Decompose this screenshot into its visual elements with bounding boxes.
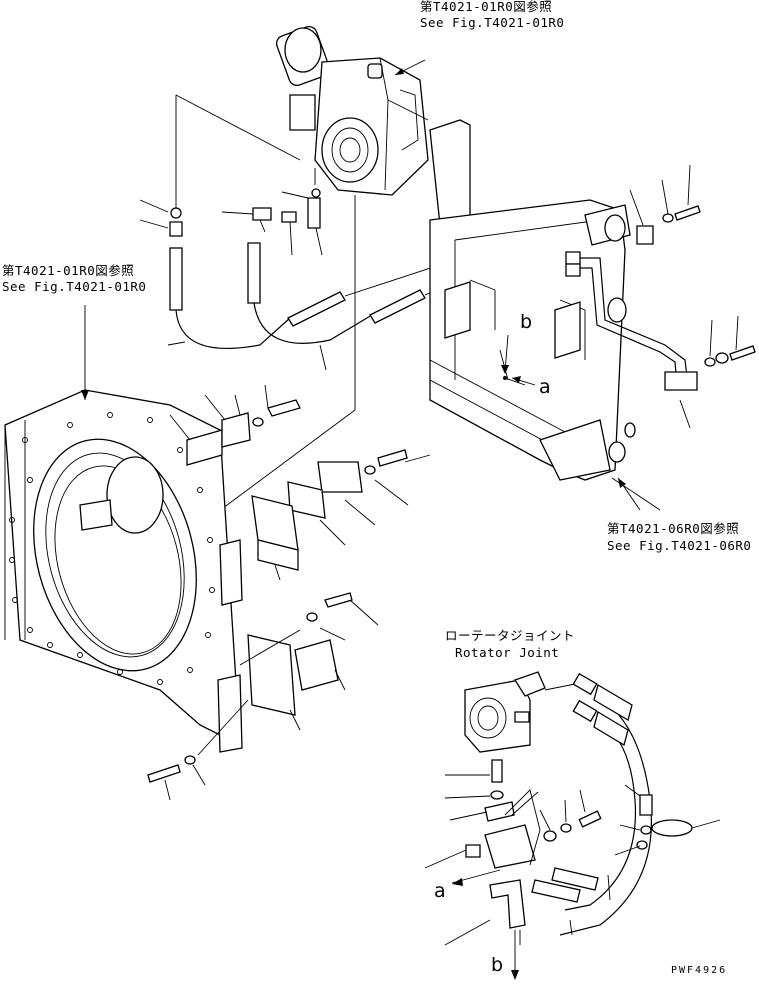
- plate-holes: [10, 413, 215, 685]
- pump-assembly: [274, 24, 428, 195]
- right-frame: [430, 120, 635, 480]
- drawing-code: PWF4926: [671, 965, 728, 976]
- ref-right-en: See Fig.T4021-06R0: [607, 538, 752, 553]
- rotator-joint-assembly: [425, 672, 720, 945]
- ref-left-jp: 第T4021-01R0図参照: [2, 263, 135, 278]
- ref-left-en: See Fig.T4021-01R0: [2, 279, 147, 294]
- marker-b-lower: b: [491, 954, 504, 976]
- fittings: [140, 189, 322, 255]
- marker-a-lower: a: [434, 880, 447, 902]
- ref-top-jp: 第T4021-01R0図参照: [420, 0, 553, 14]
- pipes-and-bolts-right: [566, 165, 755, 510]
- pads-and-bolts: [148, 385, 430, 800]
- ref-right-jp: 第T4021-06R0図参照: [607, 521, 740, 536]
- rotator-joint-en: Rotator Joint: [455, 645, 560, 660]
- ref-top-en: See Fig.T4021-01R0: [420, 15, 565, 30]
- pointer-arrows: [81, 60, 640, 980]
- rotator-joint-jp: ローテータジョイント: [445, 628, 576, 643]
- marker-b-upper: b: [520, 311, 533, 333]
- swing-plate: [5, 390, 242, 752]
- marker-a-upper: a: [539, 376, 552, 398]
